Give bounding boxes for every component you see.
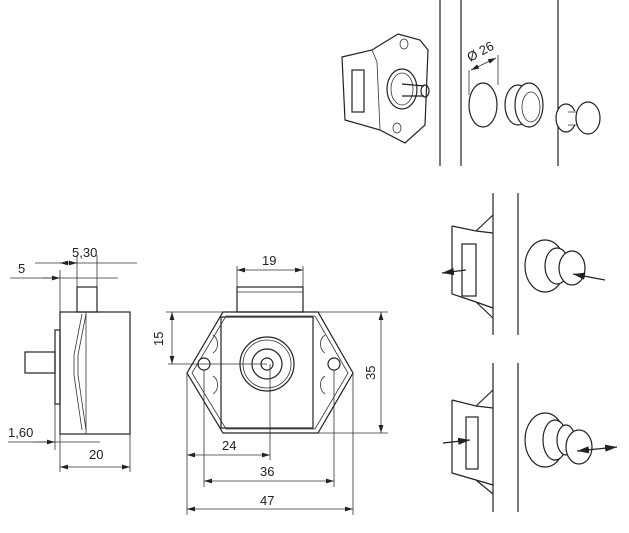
- dim-bore-diameter: Ø 26: [464, 38, 496, 64]
- dim-half-width: 24: [222, 438, 236, 453]
- front-view: 19 15 35 24 36 47: [151, 253, 388, 515]
- bore-hole: [468, 82, 498, 128]
- dim-height: 35: [363, 366, 378, 380]
- latch-body-side: [59, 311, 131, 435]
- latch-isometric: [341, 33, 429, 144]
- dim-depth: 20: [89, 447, 103, 462]
- button-stem: [24, 351, 56, 374]
- side-view: 5,30 5 1,60 20: [8, 245, 137, 472]
- latch-face: [220, 316, 314, 429]
- installation-view: Ø 26: [341, 0, 601, 166]
- dim-pin-offset: 5: [18, 261, 25, 276]
- dim-hole-spacing: 36: [260, 464, 274, 479]
- dim-tab-width: 19: [262, 253, 276, 268]
- latch-pin: [76, 286, 98, 313]
- operation-view-open: [442, 363, 618, 512]
- dim-flange: 1,60: [8, 425, 33, 440]
- dim-pin-width: 5,30: [72, 245, 97, 260]
- push-button-released: [565, 429, 593, 465]
- latch-bolt-retracted: [465, 416, 479, 470]
- push-button-pressed: [558, 250, 586, 286]
- operation-view-locked: [441, 193, 606, 335]
- dim-total-width: 47: [260, 493, 274, 508]
- latch-tab: [236, 286, 304, 313]
- dim-center-height: 15: [151, 332, 166, 346]
- mount-hole-right: [327, 357, 341, 371]
- button-flange: [54, 329, 61, 405]
